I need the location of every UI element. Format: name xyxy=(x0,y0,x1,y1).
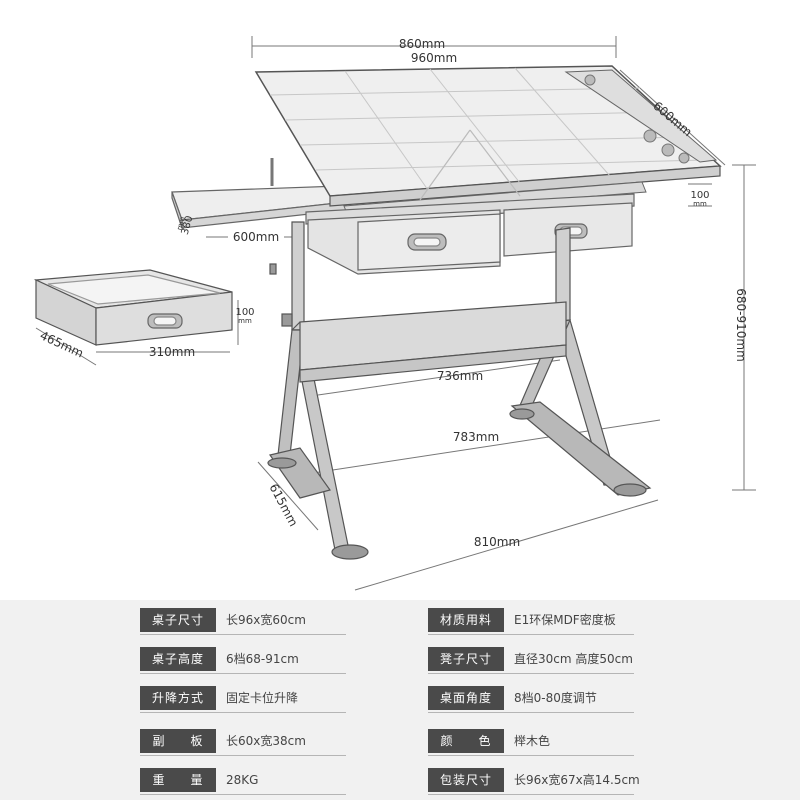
divider xyxy=(140,673,346,674)
spec-row: 升降方式 固定卡位升降 桌面角度 8档0-80度调节 xyxy=(0,686,800,713)
drafting-table-diagram: 860mm 960mm 600mm 100 mm 680-910mm 380 m… xyxy=(33,36,756,591)
spec-label-text: 升降方式 xyxy=(151,691,204,705)
tabletop xyxy=(254,65,722,217)
spec-value: 固定卡位升降 xyxy=(226,691,299,705)
dim-shelf-depth-unit: mm xyxy=(175,216,186,231)
spec-label-text: 副 xyxy=(152,734,166,748)
spec-label: 材质用料 xyxy=(428,608,504,632)
divider xyxy=(428,673,634,674)
spec-row: 桌子高度 6档68-91cm 凳子尺寸 直径30cm 高度50cm xyxy=(0,647,800,674)
spec-label-text: 板 xyxy=(190,734,204,748)
spec-label: 副板 xyxy=(140,729,216,753)
spec-value: 榉木色 xyxy=(514,734,551,748)
spec-label-text: 凳子尺寸 xyxy=(439,652,492,666)
spec-label: 桌面角度 xyxy=(428,686,504,710)
spec-value: 8档0-80度调节 xyxy=(514,691,597,705)
spec-label: 桌子高度 xyxy=(140,647,216,671)
dim-base-width: 810mm xyxy=(474,535,520,549)
spec-label-text: 量 xyxy=(190,773,204,787)
spec-row: 副板 长60x宽38cm 颜色 榉木色 xyxy=(0,729,800,756)
dim-shelf-depth: 380 xyxy=(180,215,196,236)
dim-drawer-height: 100 xyxy=(235,307,254,318)
spec-label-text: 颜 xyxy=(440,734,454,748)
dim-top-width-860: 860mm xyxy=(399,37,445,51)
spec-value: 直径30cm 高度50cm xyxy=(514,652,633,666)
spec-value: 长96x宽60cm xyxy=(226,613,306,627)
divider xyxy=(428,794,634,795)
spec-value: 6档68-91cm xyxy=(226,652,299,666)
divider xyxy=(428,634,634,635)
drawer-unit xyxy=(305,193,635,275)
dim-drawer-height-unit: mm xyxy=(238,317,252,325)
dim-tray-height: 100 xyxy=(690,190,709,201)
spec-label: 桌子尺寸 xyxy=(140,608,216,632)
table-frame xyxy=(267,158,652,560)
dim-tray-height-unit: mm xyxy=(693,200,707,208)
spec-value: E1环保MDF密度板 xyxy=(514,613,616,627)
divider xyxy=(140,794,346,795)
spec-label-text: 桌面角度 xyxy=(439,691,492,705)
dim-table-height: 680-910mm xyxy=(734,288,748,362)
spec-row: 桌子尺寸 长96x宽60cm 材质用料 E1环保MDF密度板 xyxy=(0,608,800,635)
spec-panel: 桌子尺寸 长96x宽60cm 材质用料 E1环保MDF密度板 桌子高度 6档68… xyxy=(0,600,800,800)
spec-label-text: 桌子尺寸 xyxy=(151,613,204,627)
dim-top-width-960: 960mm xyxy=(411,51,457,65)
spec-label: 颜色 xyxy=(428,729,504,753)
spec-label: 升降方式 xyxy=(140,686,216,710)
dimension-lines xyxy=(35,36,756,591)
loose-drawer xyxy=(33,269,233,346)
spec-value: 长96x宽67x高14.5cm xyxy=(514,773,640,787)
spec-value: 长60x宽38cm xyxy=(226,734,306,748)
spec-label: 凳子尺寸 xyxy=(428,647,504,671)
spec-label-text: 材质用料 xyxy=(439,613,492,627)
dim-shelf-width: 600mm xyxy=(233,230,279,244)
divider xyxy=(428,755,634,756)
spec-label: 包装尺寸 xyxy=(428,768,504,792)
dim-foot-span: 783mm xyxy=(453,430,499,444)
dim-drawer-width: 310mm xyxy=(149,345,195,359)
dim-inner-width: 736mm xyxy=(437,369,483,383)
divider xyxy=(140,712,346,713)
spec-label-text: 重 xyxy=(152,773,166,787)
spec-label-text: 包装尺寸 xyxy=(439,773,492,787)
spec-row: 重量 28KG 包装尺寸 长96x宽67x高14.5cm xyxy=(0,768,800,795)
divider xyxy=(428,712,634,713)
divider xyxy=(140,634,346,635)
spec-label-text: 色 xyxy=(478,734,492,748)
divider xyxy=(140,755,346,756)
spec-label: 重量 xyxy=(140,768,216,792)
spec-value: 28KG xyxy=(226,773,259,787)
spec-label-text: 桌子高度 xyxy=(151,652,204,666)
